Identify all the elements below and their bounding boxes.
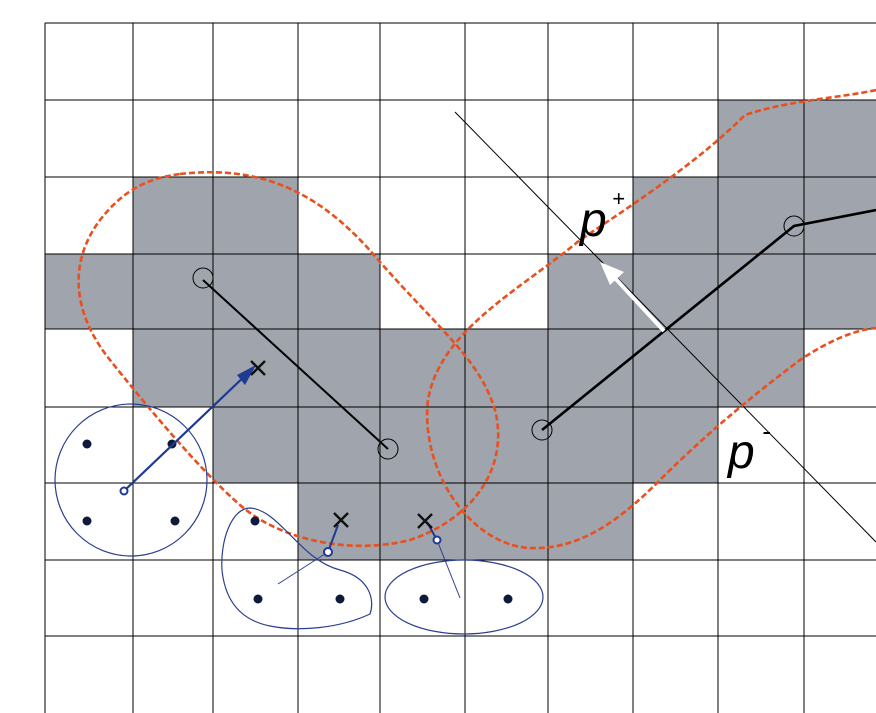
skeleton-segment <box>541 208 876 432</box>
data-point <box>503 594 513 604</box>
data-point <box>82 516 92 526</box>
label-p-minus: p - <box>726 416 771 479</box>
data-point <box>170 516 180 526</box>
dashed-boundaries <box>77 88 876 550</box>
data-point <box>82 439 92 449</box>
skeleton-node <box>377 438 399 460</box>
separation-line <box>454 111 876 543</box>
white-arrow-head <box>600 262 624 285</box>
centroid-origins <box>119 486 442 557</box>
skeleton-node <box>531 419 553 441</box>
centroid-origin <box>432 535 442 545</box>
cross-markers <box>250 360 433 529</box>
arrow-head <box>237 365 256 385</box>
clusters <box>54 403 544 635</box>
occupied-cell <box>133 329 804 407</box>
cluster-outline-ellipse <box>384 559 544 635</box>
skeleton-nodes <box>192 215 805 460</box>
centroid-origin <box>119 486 129 496</box>
data-point <box>419 594 429 604</box>
occupied-cells <box>45 100 876 560</box>
skeleton-lines <box>202 208 876 450</box>
occupied-cell <box>133 177 298 254</box>
label-p-minus-sup: - <box>762 416 771 446</box>
label-p-plus: p + <box>578 186 625 247</box>
cross-marker <box>417 513 433 529</box>
dashed-boundary-right <box>425 88 876 550</box>
occupied-cell <box>718 100 876 177</box>
cluster-links <box>277 539 461 599</box>
data-point <box>335 594 345 604</box>
white-arrow <box>600 262 666 333</box>
centroid-origin <box>323 547 333 557</box>
dashed-boundary-left <box>77 170 500 548</box>
cross-marker <box>250 360 266 376</box>
skeleton-node <box>192 267 214 289</box>
data-point <box>250 516 260 526</box>
occupied-cell <box>633 177 876 254</box>
label-p-minus-base: p <box>726 426 755 479</box>
cluster-outline-circle <box>54 403 208 557</box>
label-p-plus-sup: + <box>612 186 625 211</box>
skeleton-node <box>783 215 805 237</box>
skeleton-segment <box>202 279 389 450</box>
cluster-outline-kidney <box>221 507 373 630</box>
label-p-plus-base: p <box>578 194 607 247</box>
centroid-arrow <box>123 371 250 492</box>
data-point <box>253 594 263 604</box>
cross-marker <box>333 512 349 528</box>
